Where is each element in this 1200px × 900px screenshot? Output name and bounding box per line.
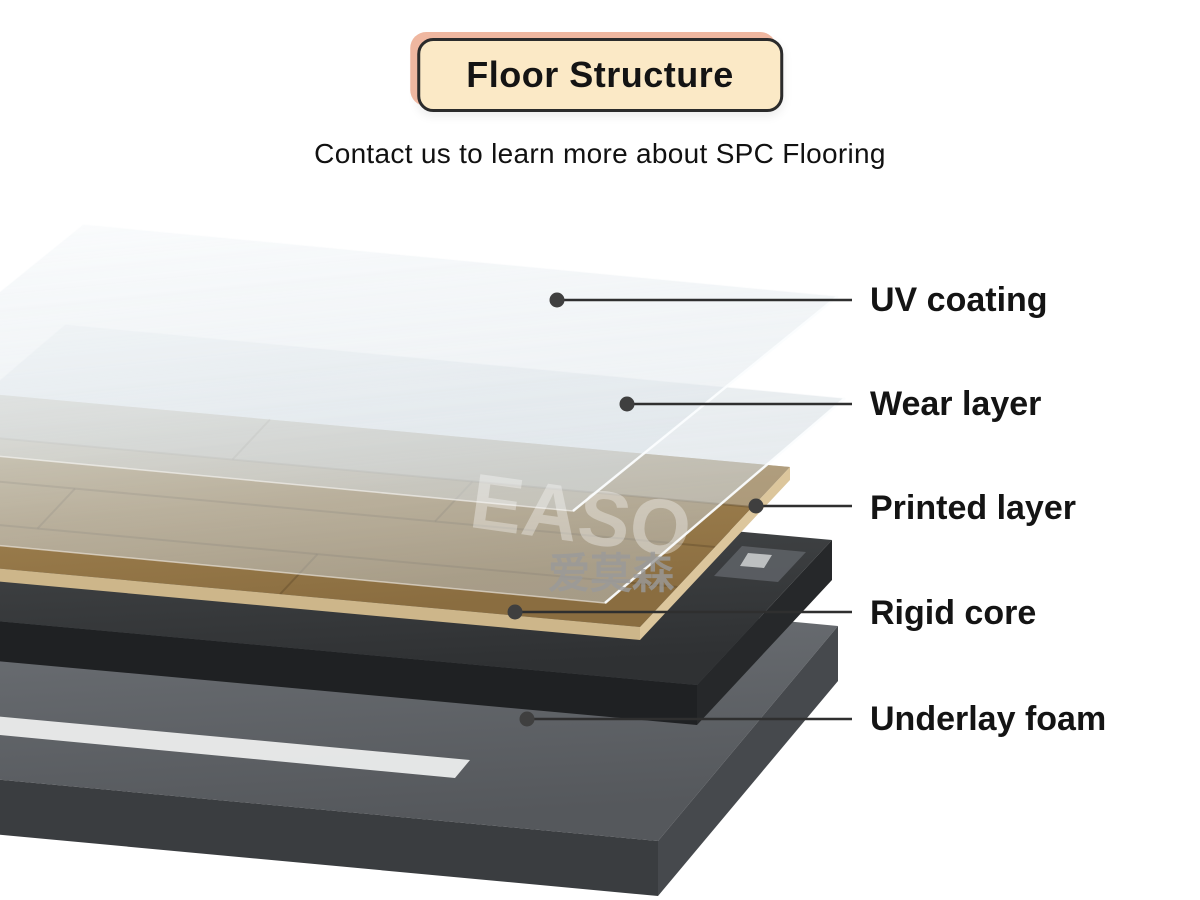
leader-dot-printed-layer [748,498,764,514]
page-title: Floor Structure [466,54,734,95]
leader-dot-underlay-foam [519,711,535,727]
subtitle-text: Contact us to learn more about SPC Floor… [314,138,886,169]
title-badge: Floor Structure [417,38,783,112]
leader-dot-rigid-core [507,604,523,620]
leader-dot-wear-layer [619,396,635,412]
layer-label-underlay-foam: Underlay foam [870,700,1107,738]
leader-dot-uv-coating [549,292,565,308]
layer-label-rigid-core: Rigid core [870,594,1037,632]
watermark-cjk-text: 爱莫森 [548,550,675,597]
layer-label-printed-layer: Printed layer [870,489,1076,527]
layer-label-wear-layer: Wear layer [870,385,1042,423]
leader-dots [507,292,764,727]
foam-white-strip [0,716,470,778]
leader-lines [515,298,852,721]
click-lock-notch-highlight [740,553,772,568]
layer-label-uv-coating: UV coating [870,281,1048,319]
